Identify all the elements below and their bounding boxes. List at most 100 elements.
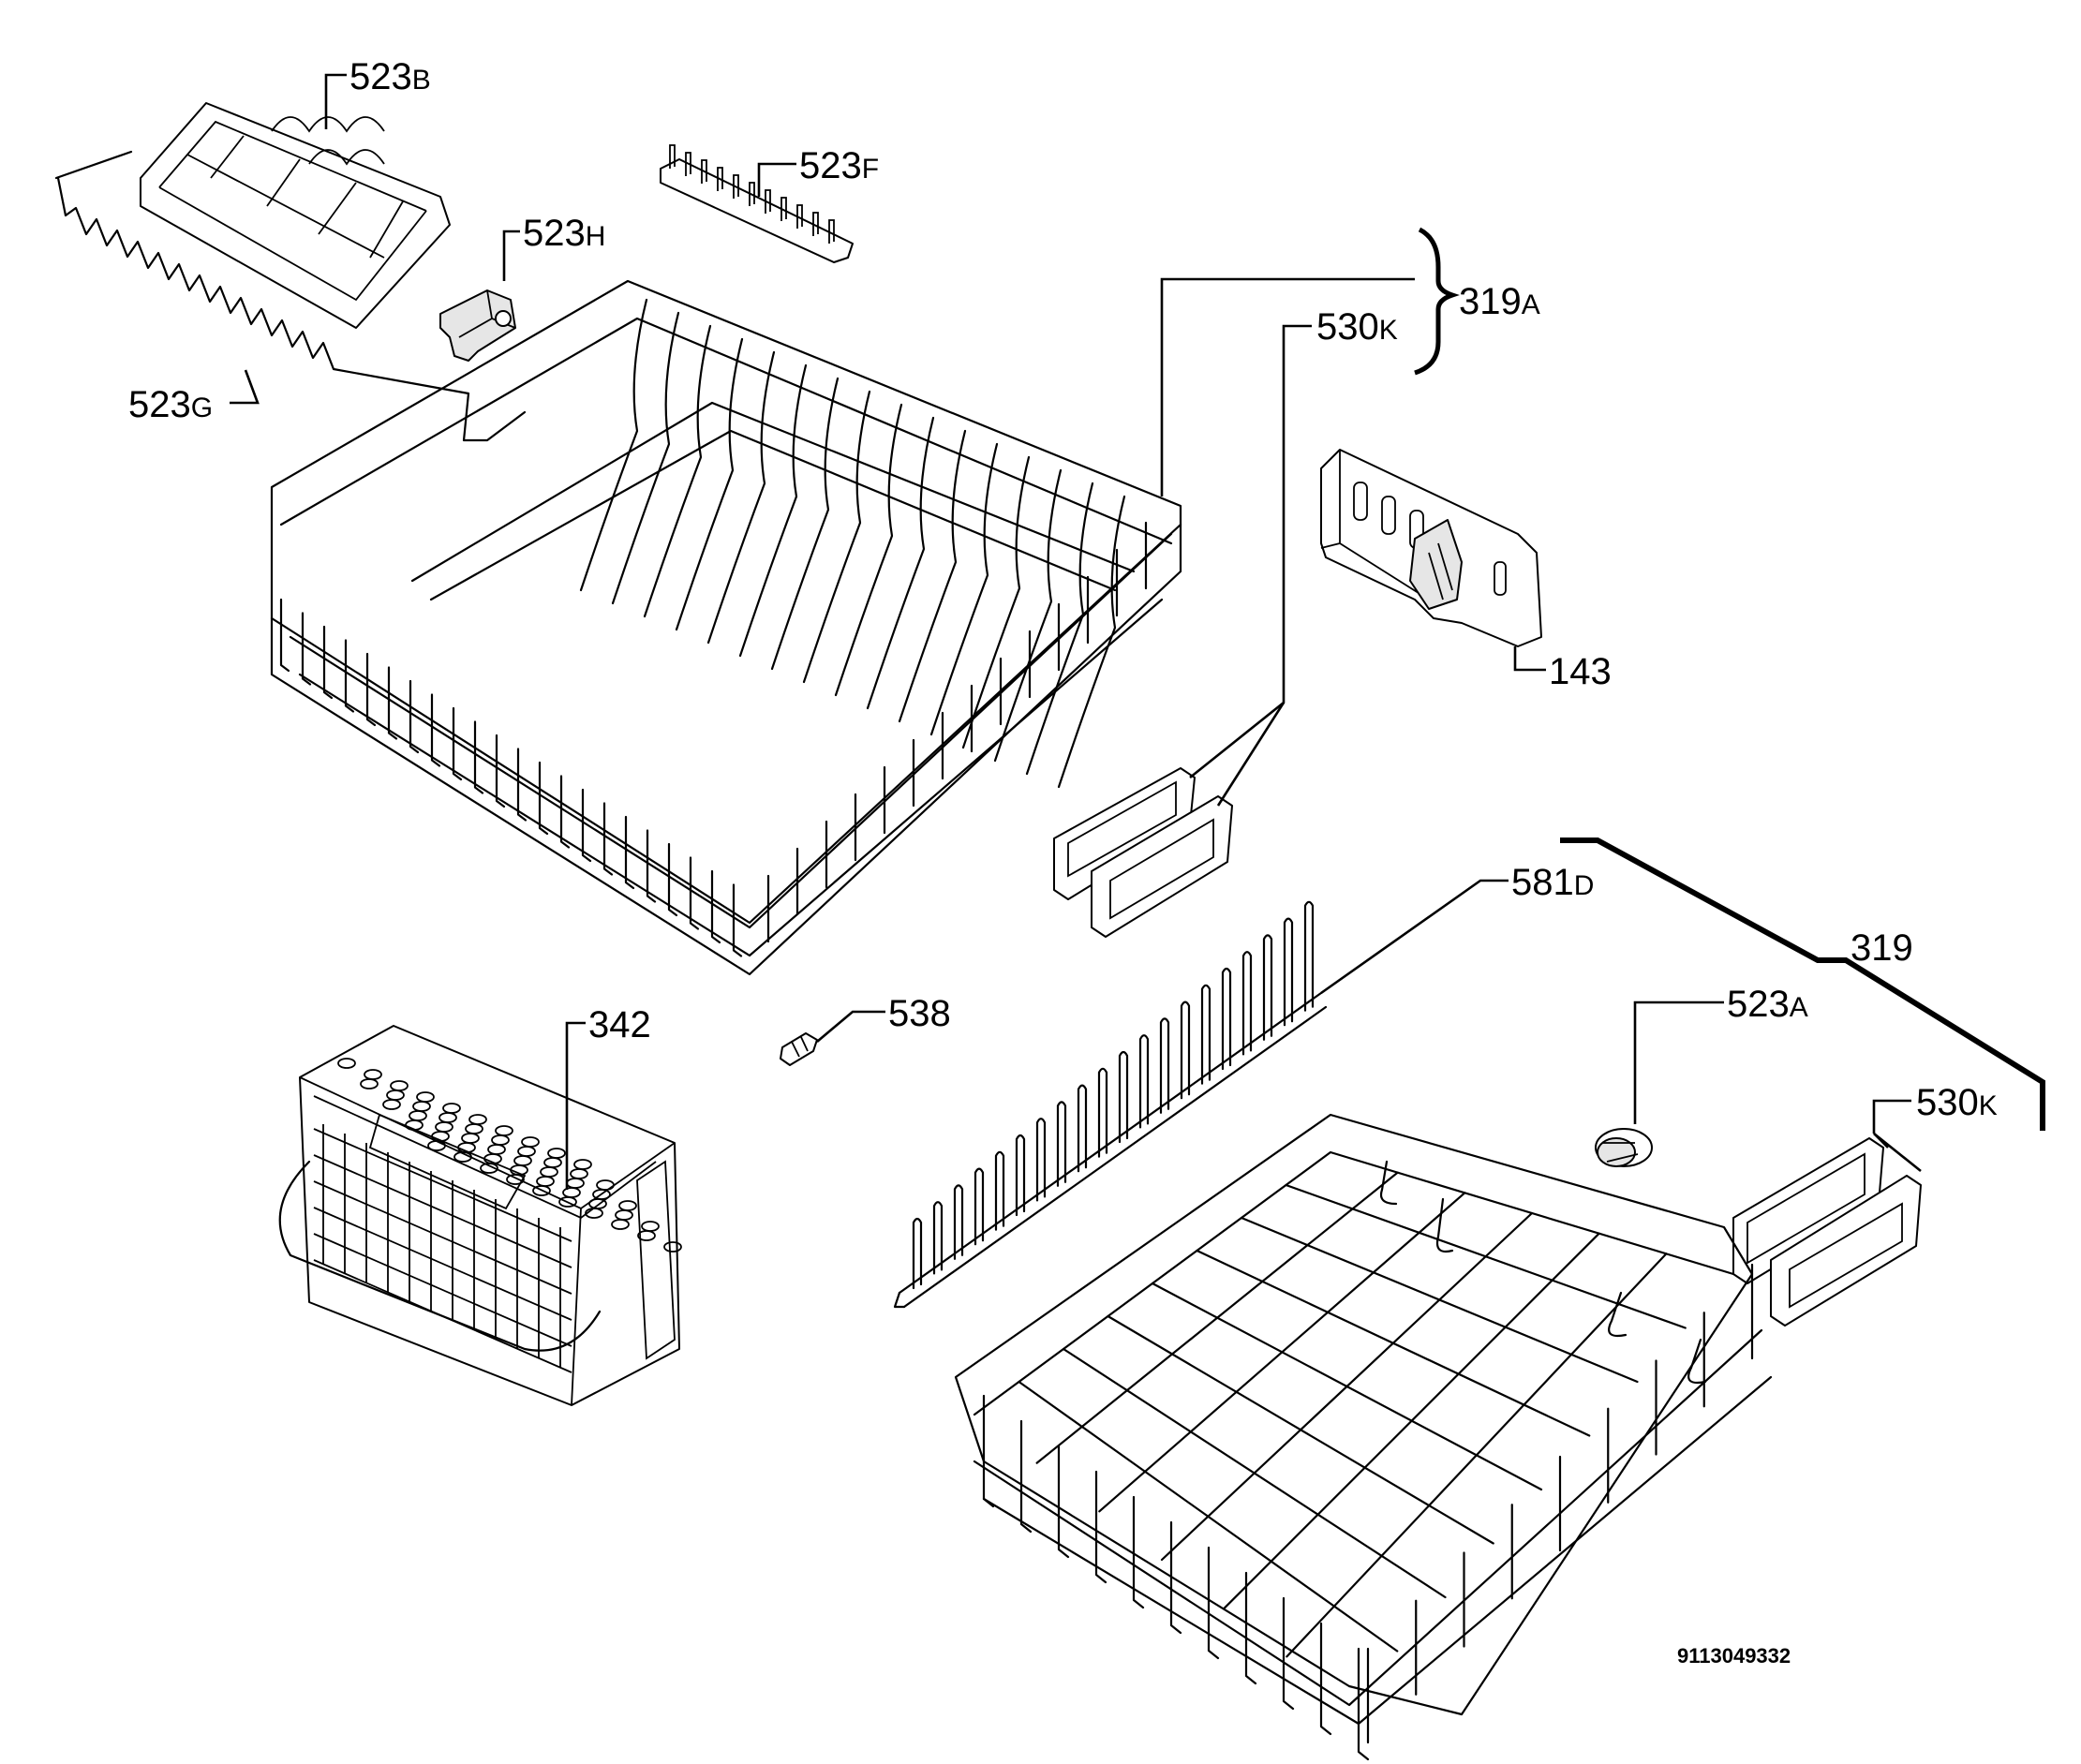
basket-tine — [929, 442, 999, 736]
lower-basket — [954, 1113, 1773, 1761]
zigzag-wire-rail — [54, 150, 527, 442]
basket-post — [1357, 1647, 1370, 1761]
basket-hole — [506, 1174, 525, 1185]
strip-tooth — [828, 219, 835, 244]
strip-tooth — [796, 204, 803, 229]
basket-post — [1244, 1571, 1257, 1685]
basket-tine — [1057, 495, 1126, 789]
basket-tine — [611, 311, 680, 605]
floor-wire — [1160, 1211, 1534, 1562]
basket-grid-line — [313, 1154, 572, 1268]
basket-tine — [706, 350, 776, 645]
basket-tine — [898, 429, 967, 723]
basket-picket — [322, 625, 334, 700]
basket-post — [1207, 1546, 1220, 1660]
row-tine — [1138, 1034, 1150, 1129]
label-523B: 523B — [349, 56, 431, 97]
tine-row-part — [893, 900, 1328, 1309]
label-581D: 581D — [1511, 862, 1594, 903]
basket-picket — [495, 734, 506, 808]
label-523A: 523A — [1727, 984, 1808, 1025]
basket-hole — [532, 1185, 551, 1196]
floor-wire — [1035, 1171, 1399, 1464]
basket-picket — [365, 652, 377, 727]
row-tine — [1262, 934, 1273, 1041]
basket-hole — [337, 1058, 356, 1069]
row-tine — [1097, 1067, 1108, 1158]
label-538: 538 — [888, 993, 951, 1034]
basket-tine — [961, 455, 1031, 749]
strip-tooth — [701, 159, 707, 184]
basket-picket — [581, 788, 592, 863]
row-tine — [1118, 1050, 1129, 1144]
basket-hole — [360, 1078, 379, 1090]
row-tine — [1200, 984, 1211, 1085]
row-tine — [1015, 1134, 1026, 1217]
label-523F: 523F — [799, 145, 879, 186]
basket-grid-line — [313, 1128, 572, 1242]
basket-post — [982, 1394, 995, 1508]
basket-hole — [663, 1241, 682, 1253]
basket-picket — [473, 720, 484, 794]
basket-tine — [738, 363, 808, 658]
basket-picket — [624, 815, 635, 890]
basket-hole — [611, 1219, 630, 1230]
basket-tine — [579, 298, 648, 592]
strip-tooth — [733, 174, 739, 199]
row-tine — [1283, 917, 1294, 1027]
row-tine — [1241, 951, 1253, 1056]
cup-shelf-part — [140, 102, 451, 329]
basket-post — [1132, 1495, 1145, 1609]
label-319: 319 — [1851, 927, 1913, 969]
row-tine — [1221, 967, 1232, 1071]
document-number: 9113049332 — [1677, 1644, 1791, 1668]
basket-picket — [301, 612, 312, 686]
spacer-frame-upper — [1053, 767, 1233, 938]
basket-hole — [558, 1196, 577, 1208]
basket-tine — [770, 377, 840, 671]
label-143: 143 — [1549, 651, 1612, 692]
strip-tooth — [685, 152, 691, 176]
basket-picket — [732, 883, 743, 957]
roller-pin-part — [780, 1032, 818, 1066]
rack-clip-part — [439, 289, 516, 362]
floor-wire — [1286, 1253, 1668, 1658]
basket-picket — [387, 666, 398, 740]
basket-post — [1169, 1520, 1182, 1635]
label-523G: 523G — [128, 384, 213, 425]
upper-basket — [270, 279, 1182, 976]
row-tine — [1159, 1017, 1170, 1114]
basket-picket — [452, 706, 463, 781]
basket-hole — [480, 1163, 498, 1174]
callout-labels: 523B 523F 523H 523G 319A 530K 143 581D 3… — [128, 56, 1998, 1668]
label-530K-lower: 530K — [1916, 1082, 1998, 1123]
row-tine — [932, 1201, 944, 1275]
row-tine — [1056, 1101, 1067, 1187]
row-tine — [912, 1217, 923, 1290]
basket-hole — [637, 1230, 656, 1241]
basket-post — [1094, 1470, 1107, 1584]
label-523H: 523H — [523, 213, 605, 254]
basket-picket — [279, 598, 290, 673]
basket-grid-line — [313, 1180, 572, 1295]
basket-tine — [1025, 482, 1094, 776]
spacer-frame-lower — [1732, 1137, 1922, 1327]
floor-wire — [1223, 1232, 1600, 1609]
basket-post — [1319, 1622, 1332, 1736]
strip-tooth — [812, 212, 819, 236]
basket-picket — [409, 679, 420, 754]
basket-hole — [453, 1151, 472, 1163]
row-tine — [994, 1150, 1005, 1231]
label-342: 342 — [588, 1004, 651, 1045]
basket-picket — [538, 761, 549, 836]
strip-tooth — [780, 197, 787, 221]
basket-picket — [646, 829, 657, 903]
basket-picket — [430, 693, 441, 767]
basket-picket — [602, 802, 614, 876]
leader-lines — [230, 73, 2045, 1190]
wheel-part — [1595, 1128, 1653, 1167]
strip-tooth — [749, 182, 755, 206]
basket-tine — [675, 337, 744, 631]
side-bracket-part — [1320, 449, 1542, 647]
